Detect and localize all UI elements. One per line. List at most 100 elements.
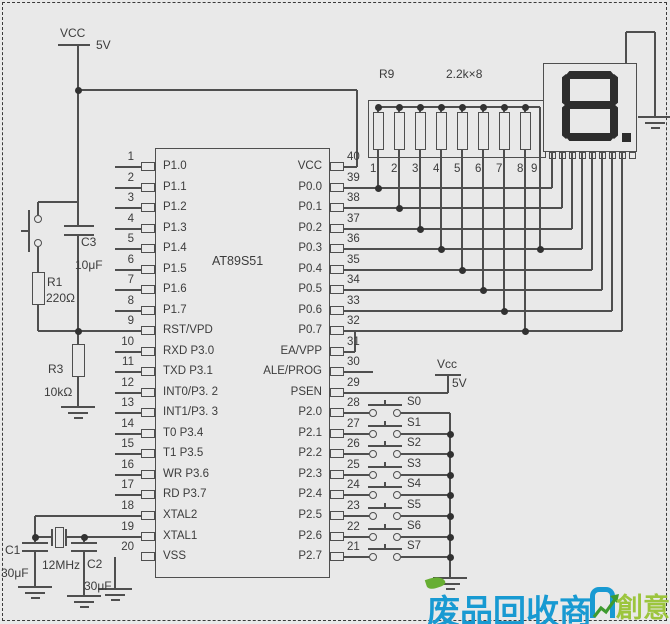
- junction-dot: [446, 471, 454, 479]
- c1-ref-label: C1: [5, 543, 21, 557]
- wire: [37, 305, 39, 331]
- pin-label: P1.2: [163, 201, 187, 213]
- pin-number: 28: [347, 397, 360, 409]
- resistor-r1: [32, 272, 45, 305]
- button-stem: [384, 400, 386, 405]
- pin-number: 29: [347, 377, 360, 389]
- pin-box: [330, 265, 344, 274]
- switch-terminal: [369, 430, 377, 438]
- pin-number: 27: [347, 418, 360, 430]
- pin-label: VCC: [297, 160, 322, 172]
- pin-label: EA/VPP: [280, 345, 322, 357]
- wire: [571, 152, 573, 229]
- pin-box: [141, 162, 155, 171]
- pin-number: 16: [121, 459, 134, 471]
- pin-number: 34: [347, 274, 360, 286]
- display-pin-stub: [628, 152, 636, 159]
- resistor-r3: [72, 344, 85, 377]
- wire: [115, 228, 141, 230]
- junction-dot: [521, 103, 529, 111]
- junction-dot: [479, 103, 487, 111]
- ground-symbol: [638, 116, 670, 118]
- pin-number: 3: [127, 192, 134, 204]
- switch-terminal: [393, 409, 401, 417]
- switch-label: S4: [407, 478, 422, 490]
- button-bridge: [368, 466, 402, 468]
- pin-box: [330, 408, 344, 417]
- switch-label: S6: [407, 520, 422, 532]
- pin-box: [141, 388, 155, 397]
- pin-number: 32: [347, 315, 360, 327]
- pin-number: 6: [127, 254, 134, 266]
- pin-label: P0.1: [298, 201, 322, 213]
- pin-number: 30: [347, 356, 360, 368]
- junction-dot: [416, 225, 424, 233]
- wire: [66, 536, 141, 538]
- wire: [77, 377, 79, 406]
- pin-label: P2.7: [298, 550, 322, 562]
- wire: [344, 228, 572, 230]
- pin-box: [141, 224, 155, 233]
- pin-number: 23: [347, 500, 360, 512]
- pin-box: [141, 244, 155, 253]
- pin-label: P2.1: [298, 427, 322, 439]
- wire: [344, 351, 355, 353]
- wire: [344, 166, 357, 168]
- ground-symbol: [67, 595, 101, 597]
- pin-box: [330, 162, 344, 171]
- pin-number: 18: [121, 500, 134, 512]
- button-bridge: [368, 507, 402, 509]
- pin-number: 10: [121, 336, 134, 348]
- wire: [654, 32, 656, 116]
- wire: [344, 536, 369, 538]
- r3-value-label: 10kΩ: [44, 385, 73, 399]
- wire: [115, 351, 141, 353]
- wire: [115, 371, 141, 373]
- wire: [401, 412, 450, 414]
- wire: [625, 32, 627, 63]
- r9-ref-label: R9: [379, 67, 395, 81]
- wire: [344, 187, 552, 189]
- wire: [83, 552, 85, 595]
- display-segment: [566, 101, 614, 109]
- wire: [115, 269, 141, 271]
- switch-terminal: [369, 471, 377, 479]
- button-stem: [384, 503, 386, 508]
- resistor: [393, 112, 405, 150]
- wire: [401, 536, 450, 538]
- display-decimal-point: [622, 133, 631, 142]
- pin-box: [141, 285, 155, 294]
- pin-box: [330, 285, 344, 294]
- ground-symbol: [30, 596, 40, 599]
- wire: [344, 494, 369, 496]
- wire: [621, 152, 623, 331]
- wire: [35, 536, 52, 538]
- switch-label: S1: [407, 417, 422, 429]
- wire: [401, 433, 450, 435]
- junction-dot: [446, 430, 454, 438]
- wire: [77, 331, 79, 344]
- wire: [440, 150, 442, 249]
- network-pin-number: 3: [412, 163, 419, 175]
- pin-box: [141, 347, 155, 356]
- wire: [354, 331, 356, 352]
- wire: [601, 152, 603, 290]
- wire: [38, 330, 141, 332]
- wire: [524, 150, 526, 331]
- power-rail-bar: [58, 44, 90, 46]
- wire: [626, 31, 655, 33]
- junction-dot: [500, 307, 508, 315]
- pin-label: TXD P3.1: [163, 365, 213, 377]
- pin-number: 38: [347, 192, 360, 204]
- junction-dot: [446, 450, 454, 458]
- pin-label: PSEN: [290, 386, 322, 398]
- switch-terminal: [369, 491, 377, 499]
- switch-terminal: [34, 215, 42, 223]
- junction-dot: [446, 491, 454, 499]
- watermark-logo-icon: [590, 587, 619, 618]
- trend-arrow-icon: [592, 594, 619, 618]
- pin-label: WR P3.6: [163, 468, 210, 480]
- network-pin-number: 6: [475, 163, 482, 175]
- chip-body: [155, 148, 330, 578]
- ground-symbol: [73, 416, 83, 419]
